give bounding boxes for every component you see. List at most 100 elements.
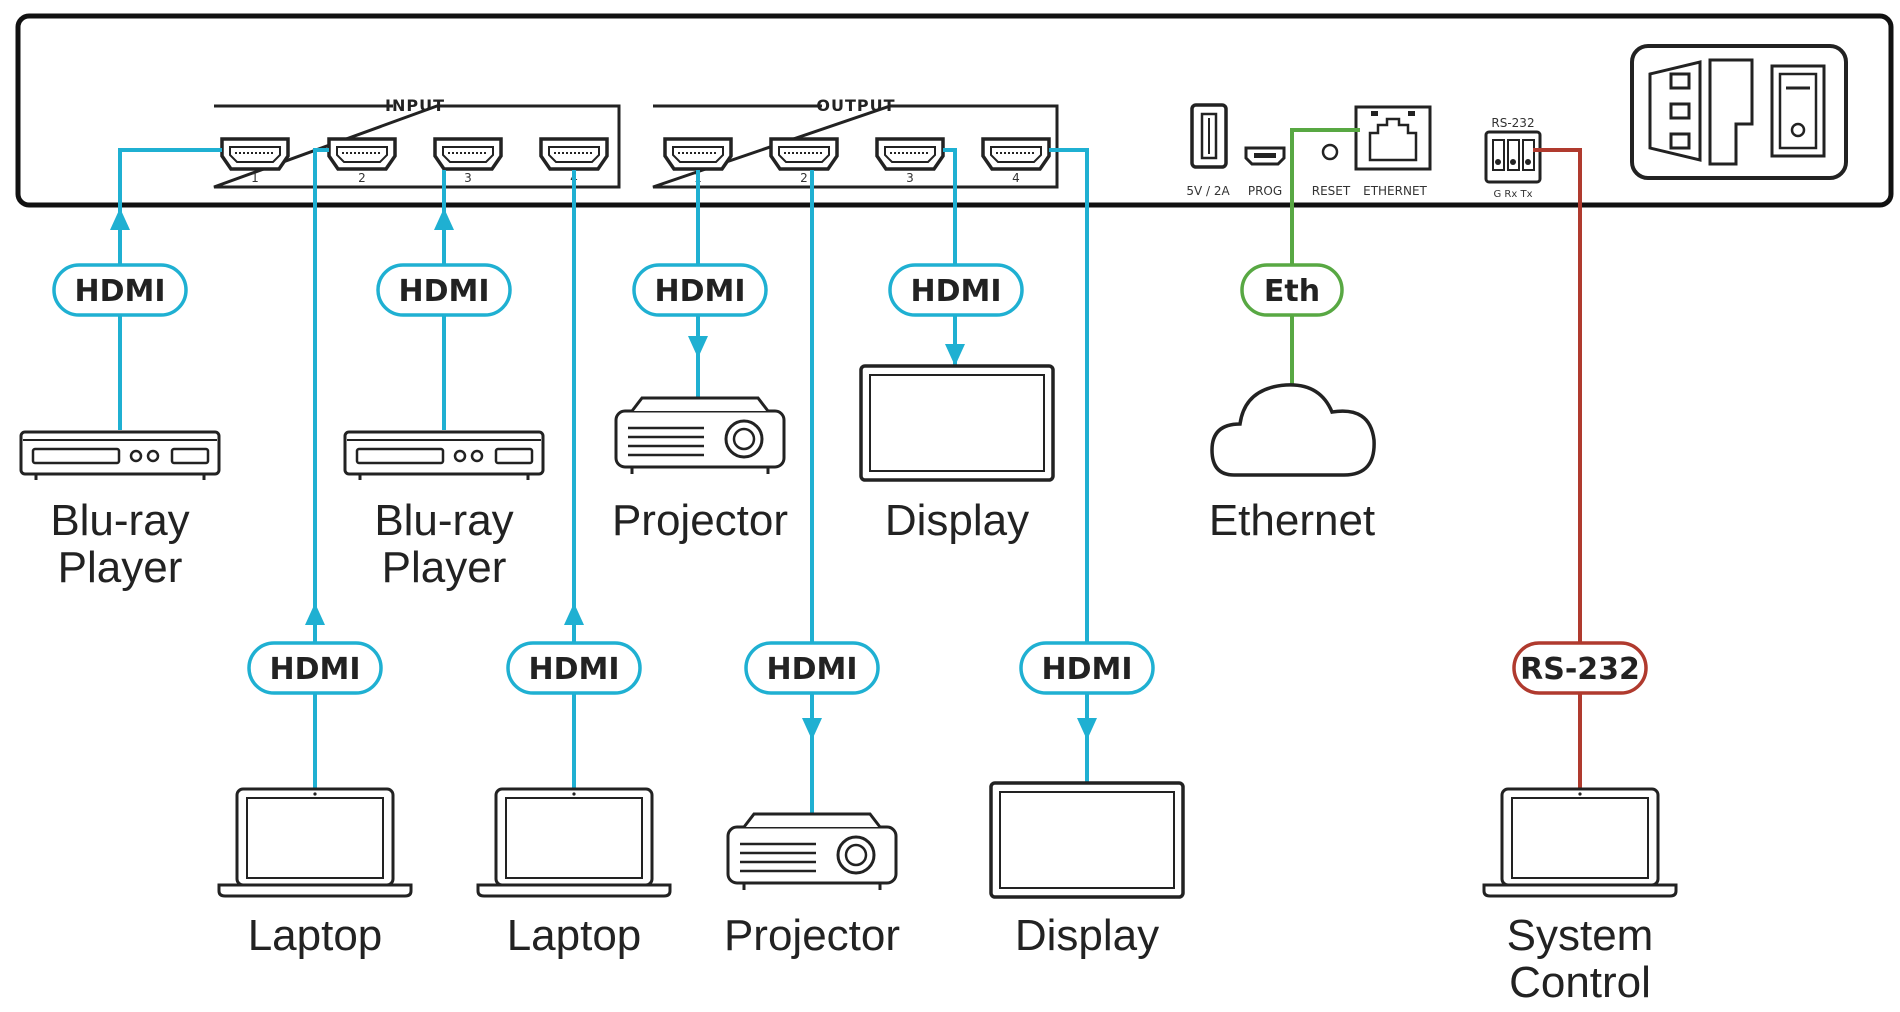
laptop-icon bbox=[476, 787, 672, 898]
projector-icon bbox=[726, 812, 898, 892]
rj45-icon bbox=[1368, 117, 1418, 162]
eth-badge: Eth bbox=[1240, 263, 1344, 317]
hdmi-port-icon bbox=[327, 137, 397, 171]
cables bbox=[110, 128, 1582, 822]
output-port-number: 3 bbox=[906, 171, 914, 185]
hdmi-badge: HDMI bbox=[52, 263, 188, 317]
power-switch[interactable] bbox=[1770, 64, 1826, 158]
display-2: Display bbox=[989, 781, 1185, 960]
hdmi-badge: HDMI bbox=[506, 641, 642, 695]
bluray-player-2: Blu-ray Player bbox=[343, 430, 545, 592]
hdmi-badge: HDMI bbox=[376, 263, 512, 317]
device-label: Player bbox=[58, 543, 183, 592]
hdmi-input-1[interactable] bbox=[220, 137, 290, 171]
hdmi-badge-label: HDMI bbox=[269, 652, 360, 687]
reset-pinhole-icon bbox=[1321, 143, 1339, 161]
device-label: Laptop bbox=[507, 911, 642, 960]
hdmi-cable bbox=[118, 148, 222, 430]
hdmi-output-1[interactable] bbox=[663, 137, 733, 171]
laptop-icon bbox=[1482, 787, 1678, 898]
hdmi-port-icon bbox=[981, 137, 1051, 171]
reset-label: RESET bbox=[1312, 184, 1351, 198]
hdmi-badge: HDMI bbox=[247, 641, 383, 695]
hdmi-port-icon bbox=[433, 137, 503, 171]
input-group-label: INPUT bbox=[385, 96, 445, 115]
hdmi-port-icon bbox=[539, 137, 609, 171]
arrow-up-icon bbox=[434, 208, 454, 230]
arrow-down-icon bbox=[688, 336, 708, 358]
device-label: Ethernet bbox=[1209, 496, 1375, 545]
hdmi-output-3[interactable] bbox=[875, 137, 945, 171]
display-icon bbox=[859, 364, 1055, 482]
input-port-group: INPUT 1 2 3 4 bbox=[213, 96, 621, 189]
ethernet-cloud: Ethernet bbox=[1209, 383, 1376, 545]
laptop-2: Laptop bbox=[476, 787, 672, 960]
hdmi-badge: HDMI bbox=[1019, 641, 1155, 695]
arrow-up-icon bbox=[564, 603, 584, 625]
hdmi-badge: HDMI bbox=[744, 641, 880, 695]
rs232-terminal[interactable] bbox=[1484, 130, 1542, 184]
projector-2: Projector bbox=[724, 812, 900, 960]
rs232-badge: RS-232 bbox=[1512, 641, 1648, 695]
device-label: Display bbox=[1015, 911, 1159, 960]
device-label: Player bbox=[382, 543, 507, 592]
hdmi-badge-label: HDMI bbox=[654, 274, 745, 309]
hdmi-badge-label: HDMI bbox=[398, 274, 489, 309]
laptop-icon bbox=[217, 787, 413, 898]
hdmi-port-icon bbox=[769, 137, 839, 171]
terminal-screw-icon bbox=[1495, 159, 1501, 165]
prog-port[interactable] bbox=[1244, 146, 1286, 166]
output-group-label: OUTPUT bbox=[816, 96, 895, 115]
switch-off-mark-icon bbox=[1790, 122, 1806, 138]
usb-power-port[interactable] bbox=[1190, 103, 1228, 169]
hdmi-output-2[interactable] bbox=[769, 137, 839, 171]
arrow-up-icon bbox=[305, 603, 325, 625]
ethernet-port[interactable] bbox=[1354, 105, 1432, 171]
arrow-up-icon bbox=[110, 208, 130, 230]
rs232-cable bbox=[1533, 148, 1582, 795]
device-label: Laptop bbox=[248, 911, 383, 960]
bluray-player-1: Blu-ray Player bbox=[19, 430, 221, 592]
hdmi-output-4[interactable] bbox=[981, 137, 1051, 171]
micro-usb-icon bbox=[1254, 153, 1276, 158]
input-port-number: 1 bbox=[251, 171, 259, 185]
device-label: Display bbox=[885, 496, 1029, 545]
terminal-screw-icon bbox=[1525, 159, 1531, 165]
hdmi-badge-label: HDMI bbox=[766, 652, 857, 687]
usb-power-label: 5V / 2A bbox=[1186, 184, 1230, 198]
rs232-badge-label: RS-232 bbox=[1520, 652, 1640, 687]
prog-label: PROG bbox=[1248, 184, 1282, 198]
arrow-down-icon bbox=[945, 344, 965, 366]
cable-badges: HDMI HDMI HDMI HDMI Eth HDMI HDMI HDMI bbox=[52, 263, 1648, 695]
cloud-icon bbox=[1210, 383, 1376, 477]
hdmi-badge-label: HDMI bbox=[910, 274, 1001, 309]
hdmi-input-4[interactable] bbox=[539, 137, 609, 171]
hdmi-badge: HDMI bbox=[632, 263, 768, 317]
output-port-number: 4 bbox=[1012, 171, 1020, 185]
rs232-pins-label: G Rx Tx bbox=[1494, 189, 1533, 200]
hdmi-port-icon bbox=[875, 137, 945, 171]
hdmi-port-icon bbox=[220, 137, 290, 171]
hdmi-input-3[interactable] bbox=[433, 137, 503, 171]
terminal-screw-icon bbox=[1510, 159, 1516, 165]
display-1: Display bbox=[859, 364, 1055, 545]
reset-button[interactable] bbox=[1321, 143, 1339, 161]
device-label: Blu-ray bbox=[374, 496, 513, 545]
hdmi-cable bbox=[1049, 148, 1089, 782]
device-label: Projector bbox=[724, 911, 900, 960]
output-port-group: OUTPUT 1 2 3 4 bbox=[652, 96, 1059, 189]
projector-1: Projector bbox=[612, 396, 788, 545]
device-label: Blu-ray bbox=[50, 496, 189, 545]
display-icon bbox=[989, 781, 1185, 899]
projector-icon bbox=[614, 396, 786, 476]
laptop-1: Laptop bbox=[217, 787, 413, 960]
input-port-number: 3 bbox=[464, 171, 472, 185]
system-control-laptop: System Control bbox=[1482, 787, 1678, 1007]
hdmi-input-2[interactable] bbox=[327, 137, 397, 171]
hdmi-badge: HDMI bbox=[888, 263, 1024, 317]
output-port-number: 2 bbox=[800, 171, 808, 185]
hdmi-badge-label: HDMI bbox=[528, 652, 619, 687]
arrow-down-icon bbox=[1077, 718, 1097, 740]
